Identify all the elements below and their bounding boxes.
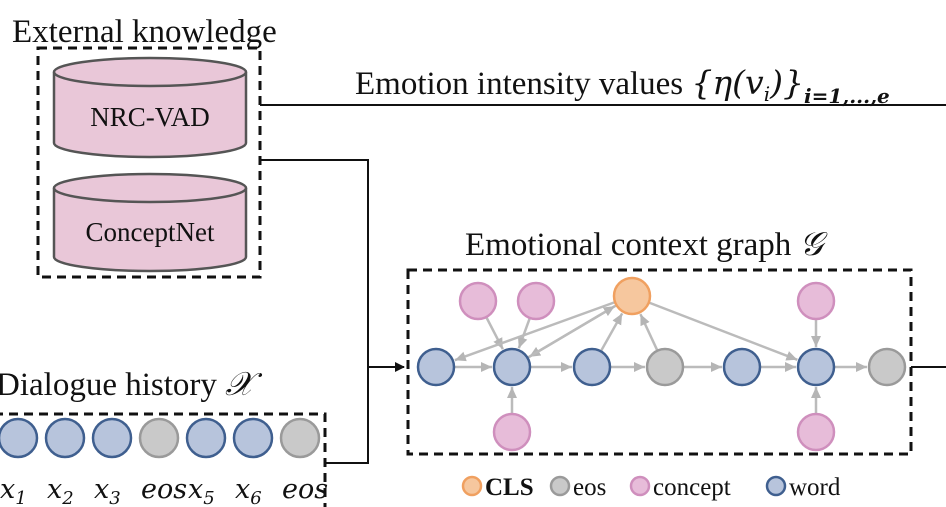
legend-concept-label: concept xyxy=(653,474,731,501)
dialogue-history-box xyxy=(0,412,327,507)
history-token-node xyxy=(138,417,180,459)
history-to-graph-connector xyxy=(325,367,369,464)
graph-node-concept xyxy=(516,281,556,321)
graph-node-word xyxy=(492,347,532,387)
nrc-vad-database: NRC-VAD xyxy=(52,56,248,159)
graph-edge xyxy=(648,301,798,361)
history-token-label: x2 xyxy=(47,474,74,507)
graph-node-concept xyxy=(458,281,498,321)
graph-node-concept xyxy=(492,412,532,452)
legend-CLS-swatch xyxy=(461,475,483,497)
graph-node-word xyxy=(796,347,836,387)
history-token-node xyxy=(0,417,39,459)
knowledge-to-graph-connector xyxy=(260,159,405,372)
graph-node-word xyxy=(572,347,612,387)
history-token-label: x5 xyxy=(188,474,215,507)
external-knowledge-box xyxy=(36,46,262,279)
history-token-label: eos xyxy=(141,474,187,505)
legend-word-swatch xyxy=(765,475,787,497)
external-knowledge-title: External knowledge xyxy=(12,14,277,50)
history-token-node xyxy=(232,417,274,459)
legend-CLS-label: CLS xyxy=(485,474,534,501)
graph-edges xyxy=(454,300,867,414)
legend-eos-swatch xyxy=(549,475,571,497)
graph-edge xyxy=(454,300,616,362)
graph-edge xyxy=(526,305,616,359)
emotion-intensity-label: Emotion intensity values {η(vi)}i=1,...,… xyxy=(355,63,890,108)
nrc-vad-label: NRC-VAD xyxy=(90,102,210,132)
legend-concept-swatch xyxy=(629,475,651,497)
history-token-node xyxy=(279,417,321,459)
graph-node-word xyxy=(416,347,456,387)
history-token-label: x1 xyxy=(0,474,27,507)
dialogue-history-title: Dialogue history 𝒳 xyxy=(0,364,263,403)
graph-nodes xyxy=(416,276,907,452)
legend-eos-label: eos xyxy=(573,474,606,501)
history-token-label: x3 xyxy=(94,474,121,507)
conceptnet-label: ConceptNet xyxy=(86,217,215,247)
graph-node-word xyxy=(722,347,762,387)
graph-node-concept xyxy=(796,412,836,452)
history-token-node xyxy=(91,417,133,459)
graph-node-concept xyxy=(796,281,836,321)
graph-title: Emotional context graph 𝒢 xyxy=(465,224,829,263)
history-token-label: x6 xyxy=(235,474,262,507)
history-token-node xyxy=(44,417,86,459)
graph-edge xyxy=(639,313,659,352)
graph-node-cls xyxy=(612,276,652,316)
graph-box xyxy=(406,268,913,456)
legend: CLS eos concept word xyxy=(461,474,841,501)
graph-node-eos xyxy=(645,347,685,387)
graph-edge xyxy=(599,312,624,352)
history-token-label: eos xyxy=(282,474,328,505)
graph-node-eos xyxy=(867,347,907,387)
graph-edge xyxy=(517,317,532,349)
conceptnet-database: ConceptNet xyxy=(52,172,248,273)
legend-word-label: word xyxy=(789,474,841,501)
history-token-node xyxy=(185,417,227,459)
